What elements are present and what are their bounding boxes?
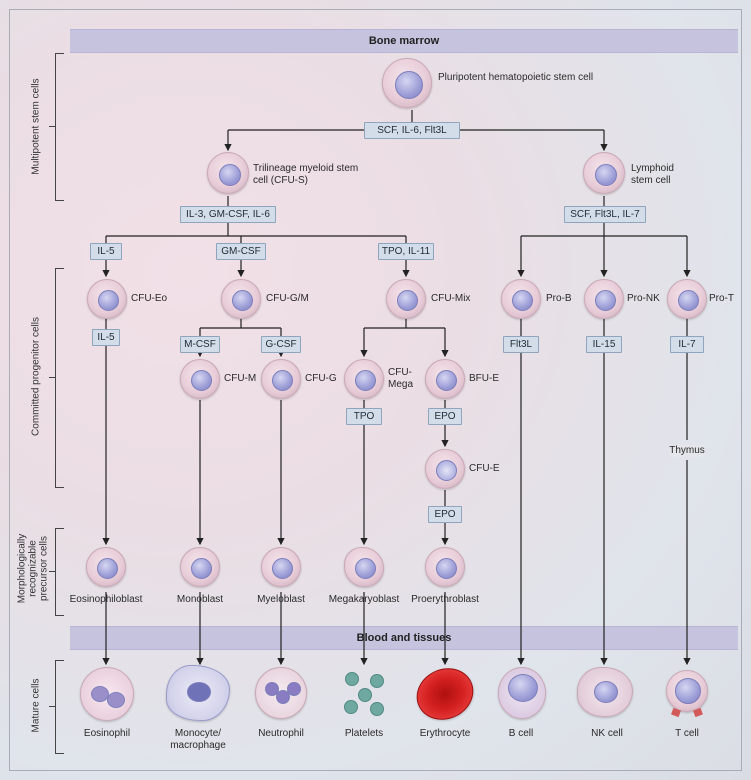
- bracket-tick: [49, 377, 55, 378]
- label-neutrophil: Neutrophil: [258, 728, 304, 739]
- pro-t-cell: [667, 279, 707, 319]
- cfu-g-cell: [261, 359, 301, 399]
- lymphoid-stem-cell: [583, 152, 625, 194]
- label-bcell: B cell: [508, 728, 534, 739]
- label-megakaryoblast: Megakaryoblast: [328, 594, 400, 605]
- bracket-multipotent: [55, 53, 64, 201]
- t-cell-receptor-icon: [671, 707, 703, 718]
- label-cfueo: CFU-Eo: [131, 293, 168, 304]
- label-myeloblast: Myeloblast: [257, 594, 305, 605]
- pro-b-cell: [501, 279, 541, 319]
- bracket-tick: [49, 126, 55, 127]
- factor-scf-flt3l-il7: SCF, Flt3L, IL-7: [564, 206, 646, 223]
- macrophage-cell: [166, 665, 230, 721]
- label-cfus: Trilineage myeloid stem cell (CFU-S): [253, 163, 359, 186]
- platelet: [345, 672, 359, 686]
- label-cfum: CFU-M: [224, 373, 257, 384]
- factor-flt3l: Flt3L: [503, 336, 539, 353]
- factor-tpo: TPO: [346, 408, 382, 425]
- label-cfugm: CFU-G/M: [266, 293, 309, 304]
- label-bfue: BFU-E: [469, 373, 499, 384]
- factor-mcsf: M-CSF: [180, 336, 220, 353]
- eosinophiloblast-cell: [86, 547, 126, 587]
- pro-nk-cell: [584, 279, 624, 319]
- label-platelets: Platelets: [344, 728, 384, 739]
- factor-gmcsf: GM-CSF: [216, 243, 266, 260]
- label-cfug: CFU-G: [305, 373, 337, 384]
- neutrophil-cell: [255, 667, 307, 719]
- platelet: [370, 674, 384, 688]
- factor-epo-1: EPO: [428, 408, 462, 425]
- factor-il7: IL-7: [670, 336, 704, 353]
- factor-gcsf: G-CSF: [261, 336, 301, 353]
- band-blood-tissues: Blood and tissues: [70, 626, 738, 650]
- label-lymphoid: Lymphoid stem cell: [631, 163, 674, 186]
- cfu-m-cell: [180, 359, 220, 399]
- label-pronk: Pro-NK: [627, 293, 660, 304]
- factor-il3-gmcsf-il6: IL-3, GM-CSF, IL-6: [180, 206, 276, 223]
- label-cfumega: CFU-Mega: [388, 367, 414, 390]
- label-monoblast: Monoblast: [176, 594, 224, 605]
- cfu-s-cell: [207, 152, 249, 194]
- platelet: [358, 688, 372, 702]
- platelets-group: [340, 670, 390, 720]
- factor-tpo-il11: TPO, IL-11: [378, 243, 434, 260]
- cfu-eo-cell: [87, 279, 127, 319]
- label-proerythroblast: Proerythroblast: [411, 594, 479, 605]
- label-eosinophiloblast: Eosinophiloblast: [69, 594, 143, 605]
- cfu-mix-cell: [386, 279, 426, 319]
- factor-il5-mid: IL-5: [92, 329, 120, 346]
- t-cell: [666, 670, 708, 712]
- platelet: [344, 700, 358, 714]
- proerythroblast-cell: [425, 547, 465, 587]
- bracket-committed: [55, 268, 64, 488]
- b-cell: [498, 667, 546, 719]
- label-nkcell: NK cell: [591, 728, 623, 739]
- bracket-precursor: [55, 528, 64, 616]
- bracket-tick: [49, 571, 55, 572]
- monoblast-cell: [180, 547, 220, 587]
- label-prob: Pro-B: [546, 293, 572, 304]
- pluripotent-stem-cell: [382, 58, 432, 108]
- label-eosinophil: Eosinophil: [83, 728, 131, 739]
- cfu-e-cell: [425, 449, 465, 489]
- label-tcell: T cell: [675, 728, 699, 739]
- label-cfue: CFU-E: [469, 463, 500, 474]
- eosinophil-cell: [80, 667, 134, 721]
- cfu-mega-cell: [344, 359, 384, 399]
- nk-cell: [577, 667, 633, 717]
- factor-il5-top: IL-5: [90, 243, 122, 260]
- bracket-tick: [49, 706, 55, 707]
- cfu-gm-cell: [221, 279, 261, 319]
- bracket-mature: [55, 660, 64, 754]
- platelet: [370, 702, 384, 716]
- label-cfumix: CFU-Mix: [431, 293, 471, 304]
- myeloblast-cell: [261, 547, 301, 587]
- factor-epo-2: EPO: [428, 506, 462, 523]
- label-thymus: Thymus: [669, 445, 705, 457]
- bfu-e-cell: [425, 359, 465, 399]
- label-prot: Pro-T: [709, 293, 734, 304]
- label-phsc: Pluripotent hematopoietic stem cell: [438, 72, 594, 83]
- factor-scf-il6-flt3l: SCF, IL-6, Flt3L: [364, 122, 460, 139]
- factor-il15: IL-15: [586, 336, 622, 353]
- label-erythrocyte: Erythrocyte: [419, 728, 471, 739]
- band-bone-marrow: Bone marrow: [70, 29, 738, 53]
- label-monocyte: Monocyte/ macrophage: [170, 728, 226, 751]
- megakaryoblast-cell: [344, 547, 384, 587]
